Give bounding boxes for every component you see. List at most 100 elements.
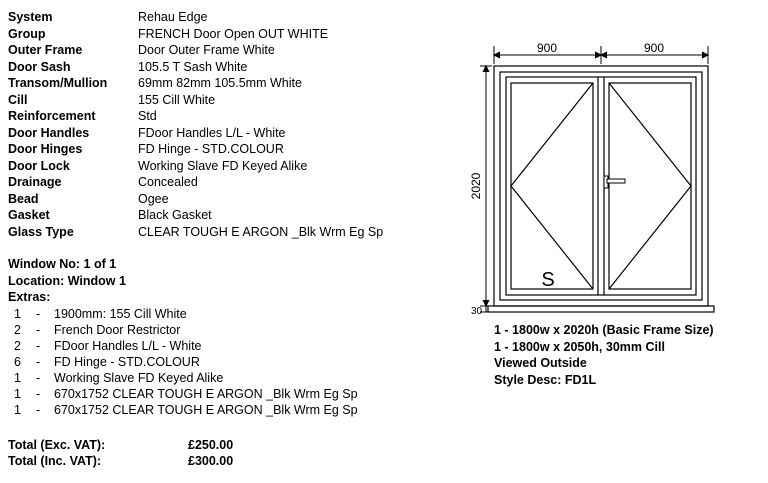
right-glass	[608, 82, 692, 290]
door-handle-icon	[603, 175, 626, 189]
spec-row-door-handles: Door Handles FDoor Handles L/L - White	[8, 125, 383, 142]
extra-desc: Working Slave FD Keyed Alike	[54, 371, 224, 385]
extra-desc: 670x1752 CLEAR TOUGH E ARGON _Blk Wrm Eg…	[54, 387, 358, 401]
list-item: 1 -670x1752 CLEAR TOUGH E ARGON _Blk Wrm …	[14, 402, 358, 418]
spec-row-glass-type: Glass Type CLEAR TOUGH E ARGON _Blk Wrm E…	[8, 224, 383, 241]
extra-qty: 2	[14, 323, 21, 337]
spec-value: FRENCH Door Open OUT WHITE	[138, 26, 329, 41]
spec-value: Rehau Edge	[138, 10, 208, 24]
spec-label: Drainage	[8, 175, 62, 189]
extra-dash: -	[36, 387, 41, 401]
right-opening-indicator	[608, 82, 692, 290]
height-label: 2020	[470, 172, 483, 199]
total-label: Total (Inc. VAT):	[8, 454, 102, 468]
width-left-label: 900	[537, 41, 557, 55]
spec-label: Cill	[8, 92, 28, 107]
sash-marker: S	[541, 269, 554, 291]
extra-dash: -	[36, 355, 41, 369]
spec-label: Reinforcement	[8, 109, 96, 123]
extra-desc: French Door Restrictor	[54, 323, 181, 337]
left-sash	[505, 76, 599, 296]
extra-dash: -	[36, 403, 41, 417]
spec-value: Ogee	[138, 191, 169, 206]
spec-label: Door Hinges	[8, 142, 83, 156]
spec-label: Door Lock	[8, 158, 70, 173]
left-glass	[510, 82, 594, 290]
spec-row-reinforcement: Reinforcement Std	[8, 108, 383, 125]
spec-label: Glass Type	[8, 224, 74, 239]
list-item: 6 -FD Hinge - STD.COLOUR	[14, 354, 358, 370]
extra-desc: FD Hinge - STD.COLOUR	[54, 355, 200, 369]
extra-qty: 1	[14, 371, 21, 385]
spec-value: FDoor Handles L/L - White	[138, 125, 286, 140]
extra-qty: 1	[14, 387, 21, 401]
spec-value: CLEAR TOUGH E ARGON _Blk Wrm Eg Sp	[138, 224, 384, 239]
left-opening-indicator	[510, 82, 594, 290]
total-exc-vat-row: Total (Exc. VAT): £250.00	[8, 437, 233, 453]
total-value: £300.00	[188, 454, 234, 468]
cill-size-note: 1 - 1800w x 2050h, 30mm Cill	[494, 339, 665, 354]
list-item: 2-FDoor Handles L/L - White	[14, 338, 358, 354]
spec-value: Working Slave FD Keyed Alike	[138, 158, 308, 173]
extra-desc: FDoor Handles L/L - White	[54, 339, 202, 353]
spec-label: Door Sash	[8, 59, 71, 74]
spec-value: Std	[138, 109, 157, 123]
height-dimension-lines	[480, 64, 492, 313]
spec-value: 69mm 82mm 105.5mm White	[138, 76, 302, 90]
spec-table: System Rehau Edge Group FRENCH Door Open O…	[8, 9, 383, 240]
extra-dash: -	[36, 307, 41, 321]
right-sash	[603, 76, 697, 296]
spec-row-system: System Rehau Edge	[8, 9, 383, 26]
spec-label: Group	[8, 26, 46, 41]
extra-desc: 670x1752 CLEAR TOUGH E ARGON _Blk Wrm Eg…	[54, 403, 358, 417]
frame-size-note: 1 - 1800w x 2020h (Basic Frame Size)	[494, 323, 714, 337]
window-location: Location: Window 1	[8, 273, 126, 288]
window-info: Window No: 1 of 1 Location: Window 1 Ext…	[8, 256, 126, 306]
spec-value: 105.5 T Sash White	[138, 59, 248, 74]
spec-label: Outer Frame	[8, 43, 83, 57]
total-label: Total (Exc. VAT):	[8, 438, 106, 452]
extra-qty: 1	[14, 403, 21, 417]
spec-label: Bead	[8, 191, 39, 206]
spec-row-group: Group FRENCH Door Open OUT WHITE	[8, 26, 383, 43]
list-item: 2-French Door Restrictor	[14, 322, 358, 338]
total-value: £250.00	[188, 438, 234, 452]
list-item: 1 -670x1752 CLEAR TOUGH E ARGON _Blk Wrm …	[14, 386, 358, 402]
window-number: Window No: 1 of 1	[8, 257, 117, 271]
spec-label: Door Handles	[8, 125, 90, 140]
list-item: 1 -Working Slave FD Keyed Alike	[14, 370, 358, 386]
spec-label: Transom/Mullion	[8, 76, 108, 90]
spec-row-bead: Bead Ogee	[8, 191, 383, 208]
french-door-drawing: 900 900 2020 30 S	[470, 41, 715, 317]
spec-value: 155 Cill White	[138, 92, 216, 107]
spec-row-cill: Cill 155 Cill White	[8, 92, 383, 109]
spec-row-drainage: Drainage Concealed	[8, 174, 383, 191]
extras-list: 1-1900mm: 155 Cill White 2-French Door R…	[14, 306, 358, 418]
list-item: 1-1900mm: 155 Cill White	[14, 306, 358, 322]
style-desc-note: Style Desc: FD1L	[494, 372, 597, 387]
spec-row-door-sash: Door Sash 105.5 T Sash White	[8, 59, 383, 76]
extras-heading: Extras:	[8, 290, 51, 304]
spec-row-door-lock: Door Lock Working Slave FD Keyed Alike	[8, 158, 383, 175]
inner-frame	[499, 71, 703, 301]
total-inc-vat-row: Total (Inc. VAT): £300.00	[8, 453, 233, 469]
cill	[487, 305, 715, 313]
extra-dash: -	[36, 371, 41, 385]
totals: Total (Exc. VAT): £250.00 Total (Inc. VAT…	[8, 437, 233, 469]
width-dimension-lines	[492, 46, 710, 64]
spec-row-transom-mullion: Transom/Mullion 69mm 82mm 105.5mm White	[8, 75, 383, 92]
extra-qty: 6	[14, 355, 21, 369]
spec-label: System	[8, 10, 53, 24]
spec-label: Gasket	[8, 208, 50, 222]
extra-desc: 1900mm: 155 Cill White	[54, 307, 187, 321]
extra-qty: 2	[14, 339, 21, 353]
spec-value: Concealed	[138, 175, 198, 189]
width-right-label: 900	[644, 41, 664, 55]
frame-notes: 1 - 1800w x 2020h (Basic Frame Size) 1 -…	[494, 322, 714, 388]
outer-frame	[493, 65, 709, 307]
view-note: Viewed Outside	[494, 356, 587, 370]
door-frame-outlines	[487, 65, 715, 313]
cill-height-label: 30	[471, 306, 483, 317]
